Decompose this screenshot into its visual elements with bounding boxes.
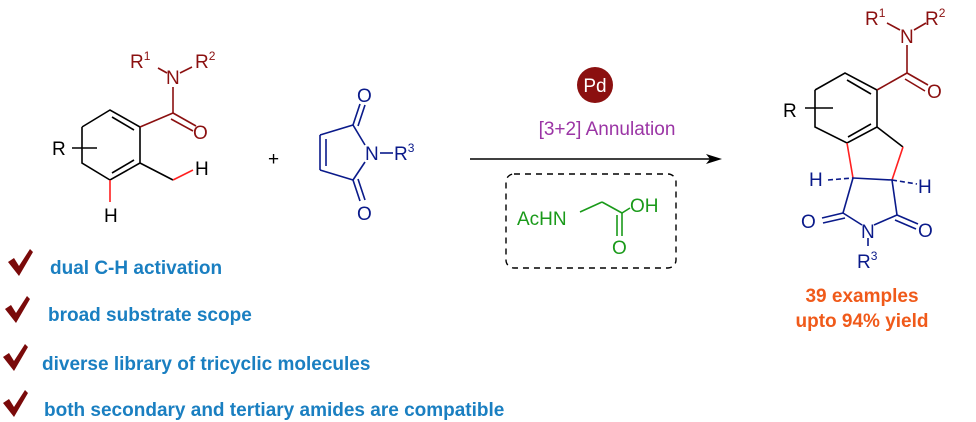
- product-r-label: R: [783, 101, 797, 122]
- product-h-left: H: [809, 170, 823, 191]
- feature-list: dual C-H activation broad substrate scop…: [3, 249, 504, 421]
- annulation-label: [3+2] Annulation: [539, 119, 676, 140]
- svg-text:dual C-H activation: dual C-H activation: [50, 258, 222, 279]
- plus-sign: +: [268, 149, 279, 170]
- product-r2-label: R2: [925, 6, 946, 30]
- maleimide-o-top: O: [357, 86, 372, 107]
- reaction-arrow: [470, 154, 722, 164]
- feature-item: dual C-H activation: [8, 249, 222, 279]
- ligand-achn-label: AcHN: [517, 209, 567, 230]
- ligand-dashed-box: [505, 173, 677, 269]
- check-icon: [5, 296, 30, 323]
- product-amide-o: O: [927, 82, 942, 103]
- svg-text:broad substrate scope: broad substrate scope: [48, 305, 252, 326]
- amide-n-label: N: [166, 68, 180, 89]
- yield-summary: upto 94% yield: [795, 311, 928, 332]
- check-icon: [3, 344, 28, 371]
- amide-o-label: O: [193, 123, 208, 144]
- product-r1-label: R1: [865, 6, 886, 30]
- pd-label: Pd: [583, 76, 606, 97]
- svg-text:both secondary and tertiary am: both secondary and tertiary amides are c…: [44, 400, 504, 421]
- product-imide-o-left: O: [801, 212, 816, 233]
- pd-catalyst-badge: [577, 67, 613, 103]
- feature-item: broad substrate scope: [5, 296, 252, 326]
- product-imide-n: N: [861, 222, 875, 243]
- r-substituent-label: R: [52, 139, 66, 160]
- methyl-h-label: H: [195, 159, 209, 180]
- maleimide-n-label: N: [365, 144, 379, 165]
- r3-label: R3: [394, 141, 415, 165]
- feature-item: diverse library of tricyclic molecules: [3, 344, 370, 375]
- r1-label: R1: [130, 49, 151, 73]
- ligand-structure: [579, 201, 631, 236]
- check-icon: [3, 390, 28, 417]
- product-amide-n: N: [900, 27, 914, 48]
- feature-item: both secondary and tertiary amides are c…: [3, 390, 504, 421]
- product-imide-o-right: O: [918, 221, 933, 242]
- svg-text:diverse library of tricyclic m: diverse library of tricyclic molecules: [42, 354, 370, 375]
- product-structure: [805, 22, 929, 246]
- examples-count: 39 examples: [805, 286, 918, 307]
- aryl-h-label: H: [104, 206, 118, 227]
- check-icon: [8, 249, 33, 276]
- r2-label: R2: [195, 49, 216, 73]
- maleimide-o-bottom: O: [357, 204, 372, 225]
- product-r3-label: R3: [857, 249, 878, 273]
- product-h-right: H: [918, 177, 932, 198]
- ligand-o-label: O: [612, 238, 627, 259]
- benzamide-reactant: [72, 66, 197, 202]
- ligand-oh-label: OH: [630, 196, 659, 217]
- maleimide-reactant: [319, 103, 393, 202]
